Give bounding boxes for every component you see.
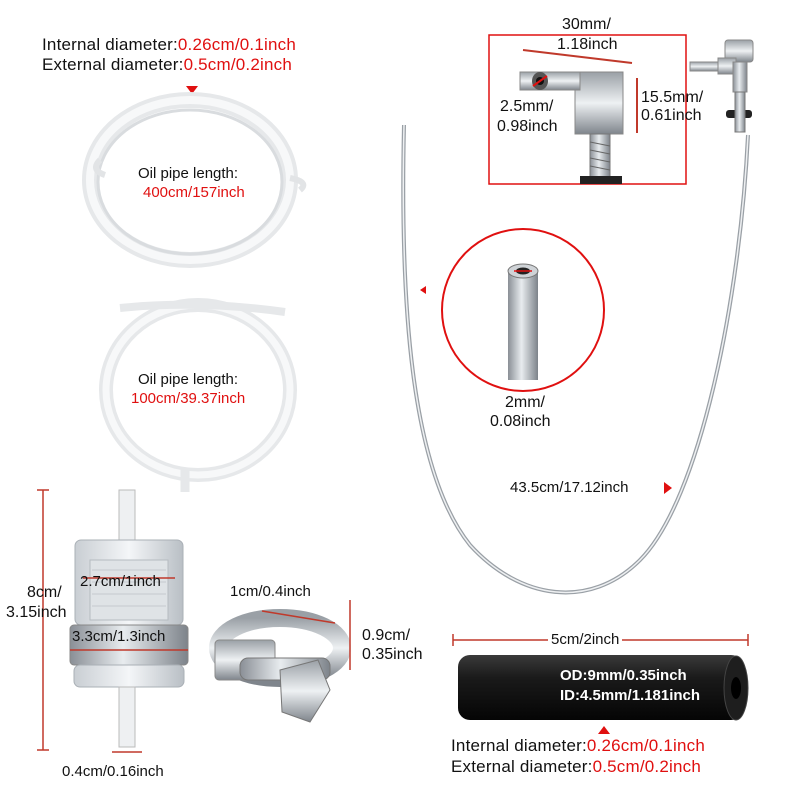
fitting-width-line1: 30mm/	[562, 16, 611, 33]
coiled-oil-pipe-short	[99, 298, 297, 492]
fitting-width-line2: 1.18inch	[557, 36, 618, 53]
bottom-external-diameter-value: 0.5cm/0.2inch	[592, 757, 701, 776]
pipe-long-length-label: Oil pipe length:	[138, 165, 239, 182]
internal-diameter-spec: Internal diameter:0.26cm/0.1inch	[42, 34, 296, 56]
bottom-external-diameter-label: External diameter:	[451, 757, 593, 776]
bottom-internal-diameter-label: Internal diameter:	[451, 736, 587, 755]
pipe-long-length-value: 400cm/157inch	[143, 184, 245, 201]
external-diameter-label: External diameter:	[42, 55, 184, 74]
bottom-internal-diameter-value: 0.26cm/0.1inch	[586, 736, 705, 755]
hose-inner-diameter: ID:4.5mm/1.181inch	[560, 687, 701, 704]
hose-outer-diameter: OD:9mm/0.35inch	[560, 667, 687, 684]
fitting-height-line2: 0.61inch	[641, 107, 702, 124]
filter-outer-width: 3.3cm/1.3inch	[72, 628, 166, 645]
fitting-detail-box	[488, 34, 687, 185]
banjo-fitting	[689, 39, 754, 133]
hose-length: 5cm/2inch	[548, 630, 623, 650]
pipe-short-length-value: 100cm/39.37inch	[131, 390, 246, 407]
tube-diameter-line1: 2mm/	[505, 394, 545, 411]
metal-pipe-length: 43.5cm/17.12inch	[510, 479, 629, 496]
clamp-height-line2: 0.35inch	[362, 646, 423, 663]
tube-zoom-circle	[441, 228, 605, 392]
pointer-arrow-icon	[186, 86, 198, 94]
fuel-filter	[37, 489, 189, 753]
pointer-arrow-icon	[420, 286, 426, 294]
pipe-short-length-label: Oil pipe length:	[138, 371, 239, 388]
coiled-oil-pipe-long	[82, 92, 307, 268]
fitting-inner-line1: 2.5mm/	[500, 98, 554, 115]
bottom-external-diameter-spec: External diameter:0.5cm/0.2inch	[451, 756, 701, 778]
fitting-inner-line2: 0.98inch	[497, 118, 558, 135]
filter-height-line1: 8cm/	[27, 584, 62, 601]
external-diameter-spec: External diameter:0.5cm/0.2inch	[42, 54, 292, 76]
filter-nozzle-diameter: 0.4cm/0.16inch	[62, 763, 164, 780]
filter-height-line2: 3.15inch	[6, 604, 67, 621]
external-diameter-value: 0.5cm/0.2inch	[183, 55, 292, 74]
filter-inner-width: 2.7cm/1inch	[80, 573, 161, 590]
pointer-arrow-icon	[598, 726, 610, 734]
internal-diameter-value: 0.26cm/0.1inch	[177, 35, 296, 54]
bottom-internal-diameter-spec: Internal diameter:0.26cm/0.1inch	[451, 735, 705, 757]
fitting-height-line1: 15.5mm/	[641, 89, 704, 106]
tube-diameter-line2: 0.08inch	[490, 413, 551, 430]
internal-diameter-label: Internal diameter:	[42, 35, 178, 54]
hose-clamp	[209, 600, 351, 723]
pointer-arrow-icon	[664, 482, 672, 494]
metal-oil-pipe	[401, 124, 750, 595]
clamp-height-line1: 0.9cm/	[362, 627, 411, 644]
clamp-width: 1cm/0.4inch	[230, 583, 311, 600]
